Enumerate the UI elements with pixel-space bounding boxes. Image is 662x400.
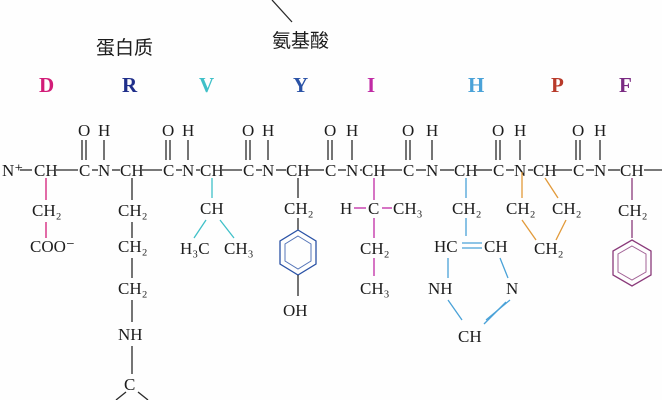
amide-hydrogen: H [514,121,526,140]
alpha-carbon: CH [286,161,310,180]
side-chain-tyr: CH₂ OH [279,178,317,320]
ile-c: C [368,199,379,218]
his-hc: HC [434,237,458,256]
val-h3c: H₃C [180,239,210,258]
carbonyl-carbon: C [403,161,414,180]
pointer-line [271,0,293,23]
protein-header: 蛋白质 [96,37,153,59]
carbonyl-carbon: C [163,161,174,180]
arg-c: C [124,375,135,394]
side-chain-asp: CH₂ COO⁻ [30,178,75,256]
amide-nitrogen: N [182,161,194,180]
phe-ch2: CH₂ [618,201,648,220]
residue-letter-h: H [468,73,484,97]
tyr-oh: OH [283,301,308,320]
residue-letter-y: Y [293,73,308,97]
alpha-carbon: CH [454,161,478,180]
arg-ch2-1: CH₂ [118,201,148,220]
carbonyl-oxygen: O [324,121,336,140]
amide-hydrogen: H [262,121,274,140]
side-chains: CH₂ COO⁻ CH₂ CH₂ CH₂ NH C [30,172,652,400]
his-ch2: CH₂ [452,199,482,218]
carbonyl-oxygen: O [492,121,504,140]
carbonyl-carbon: C [243,161,254,180]
carbonyl-carbon: C [493,161,504,180]
carbonyl-oxygen: O [572,121,584,140]
amide-nitrogen: N [262,161,274,180]
residue-letter-f: F [619,73,632,97]
val-ch: CH [200,199,224,218]
ile-ch3-1: CH₃ [393,199,423,218]
carbonyl-carbon: C [573,161,584,180]
carbonyl-carbon: C [79,161,90,180]
pro-ch2-1: CH₂ [506,199,536,218]
amide-nitrogen: N [594,161,606,180]
residue-letter-p: P [551,73,564,97]
alpha-carbon: CH [120,161,144,180]
side-chain-arg: CH₂ CH₂ CH₂ NH C [115,178,149,400]
amide-hydrogen: H [594,121,606,140]
side-chain-ile: H C CH₃ CH₂ CH₃ [340,178,423,298]
alpha-carbon: CH [34,161,58,180]
his-ch-2: CH [458,327,482,346]
n-terminus: N⁺ [2,161,23,180]
alpha-carbon: CH [200,161,224,180]
amide-hydrogen: H [98,121,110,140]
alpha-carbon: CH [362,161,386,180]
asp-ch2: CH₂ [32,201,62,220]
residue-letter-i: I [367,73,375,97]
ile-ch2: CH₂ [360,239,390,258]
alpha-carbon: CH [620,161,644,180]
pro-ch2-2: CH₂ [552,199,582,218]
residue-letter-r: R [122,73,138,97]
ile-h: H [340,199,352,218]
tyr-ch2: CH₂ [284,199,314,218]
amide-nitrogen: N [98,161,110,180]
amide-nitrogen: N [426,161,438,180]
amide-hydrogen: H [182,121,194,140]
his-hn: NH [428,279,453,298]
alpha-carbon: CH [533,161,557,180]
arg-nh: NH [118,325,143,344]
carbonyl-oxygen: O [162,121,174,140]
asp-coo: COO⁻ [30,237,75,256]
his-n: N [506,279,518,298]
amide-nitrogen: N [346,161,358,180]
val-ch3: CH₃ [224,239,254,258]
amino-acid-header: 氨基酸 [272,30,329,52]
amide-hydrogen: H [426,121,438,140]
residue-letter-d: D [39,73,54,97]
carbonyl-oxygen: O [78,121,90,140]
pro-ch2-3: CH₂ [534,239,564,258]
carbonyl-oxygen: O [242,121,254,140]
amide-nitrogen: N [514,161,526,180]
arg-ch2-3: CH₂ [118,279,148,298]
carbonyl-carbon: C [325,161,336,180]
ile-ch3-2: CH₃ [360,279,390,298]
side-chain-his: CH₂ HC CH NH N CH [428,178,518,346]
carbonyl-oxygen: O [402,121,414,140]
arg-ch2-2: CH₂ [118,237,148,256]
side-chain-pro: CH₂ CH₂ CH₂ [506,172,582,258]
side-chain-phe: CH₂ [612,178,652,287]
his-ch: CH [484,237,508,256]
residue-letter-v: V [199,73,214,97]
side-chain-val: CH H₃C CH₃ [180,178,254,258]
amide-hydrogen: H [346,121,358,140]
